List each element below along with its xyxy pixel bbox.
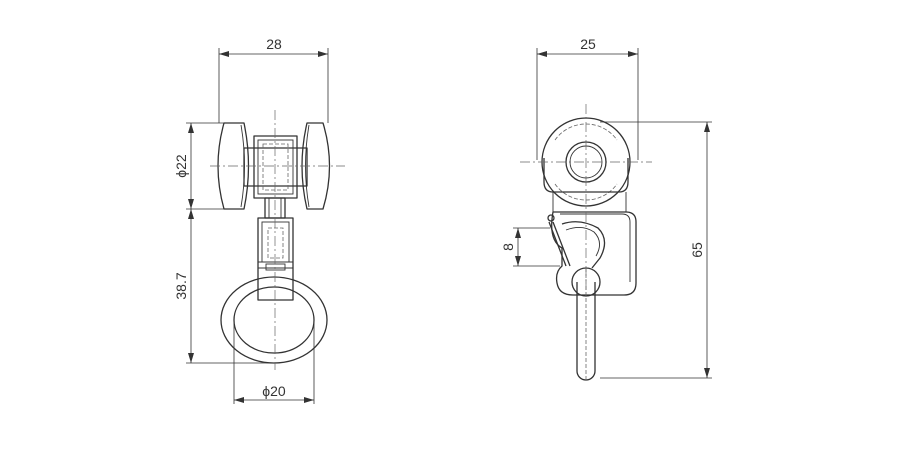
front-view bbox=[210, 110, 345, 370]
dim-overall-height: 65 bbox=[600, 121, 712, 379]
dim-hook-gap: 8 bbox=[500, 227, 560, 267]
dim-front-width: 28 bbox=[218, 36, 329, 123]
side-body bbox=[543, 158, 637, 296]
ring-diameter-label: ϕ20 bbox=[262, 383, 286, 399]
dim-wheel-diameter: ϕ22 bbox=[173, 122, 224, 210]
side-view bbox=[520, 104, 652, 381]
dim-hanger-height: 38.7 bbox=[173, 209, 274, 364]
dim-ring-diameter: ϕ20 bbox=[233, 320, 315, 404]
dim-side-width: 25 bbox=[536, 36, 639, 160]
ring-bracket bbox=[257, 217, 294, 301]
side-latch bbox=[547, 214, 606, 269]
front-width-label: 28 bbox=[266, 36, 282, 52]
hook-gap-label: 8 bbox=[500, 243, 516, 251]
wheel-diameter-label: ϕ22 bbox=[173, 154, 189, 178]
overall-height-label: 65 bbox=[689, 242, 705, 258]
pull-ring bbox=[220, 276, 328, 364]
axle-hub bbox=[243, 135, 308, 199]
hanger-height-label: 38.7 bbox=[173, 272, 189, 299]
side-width-label: 25 bbox=[580, 36, 596, 52]
